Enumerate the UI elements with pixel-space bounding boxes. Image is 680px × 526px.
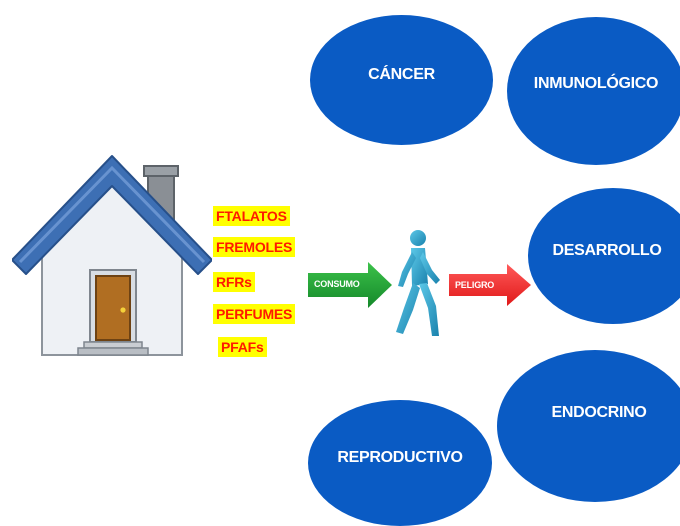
peligro-label: PELIGRO — [455, 280, 495, 290]
consumo-label: CONSUMO — [314, 279, 360, 289]
outcome-label-endocrino: ENDOCRINO — [551, 404, 647, 421]
peligro-arrow — [449, 264, 531, 306]
outcome-bubble-cancer: CÁNCER — [310, 15, 493, 145]
chemical-label-ftalatos: FTALATOS — [213, 206, 290, 226]
walking-person-icon — [396, 230, 440, 336]
chemical-label-fremoles: FREMOLES — [213, 237, 296, 257]
chemical-label-perfumes: PERFUMES — [213, 304, 296, 324]
outcome-bubble-inmunologico: INMUNOLÓGICO — [507, 17, 680, 165]
outcome-label-inmunologico: INMUNOLÓGICO — [533, 75, 659, 92]
outcome-bubble-desarrollo: DESARROLLO — [528, 188, 680, 324]
outcome-label-reproductivo: REPRODUCTIVO — [337, 449, 463, 466]
consumo-arrow — [308, 262, 392, 308]
outcome-label-cancer: CÁNCER — [368, 66, 435, 83]
chemical-label-rfrs: RFRs — [213, 272, 255, 292]
house-icon — [12, 155, 212, 356]
outcome-label-desarrollo: DESARROLLO — [552, 242, 662, 259]
outcome-bubble-endocrino: ENDOCRINO — [497, 350, 680, 502]
chemical-label-pfafs: PFAFs — [218, 337, 267, 357]
outcome-bubble-reproductivo: REPRODUCTIVO — [308, 400, 492, 526]
